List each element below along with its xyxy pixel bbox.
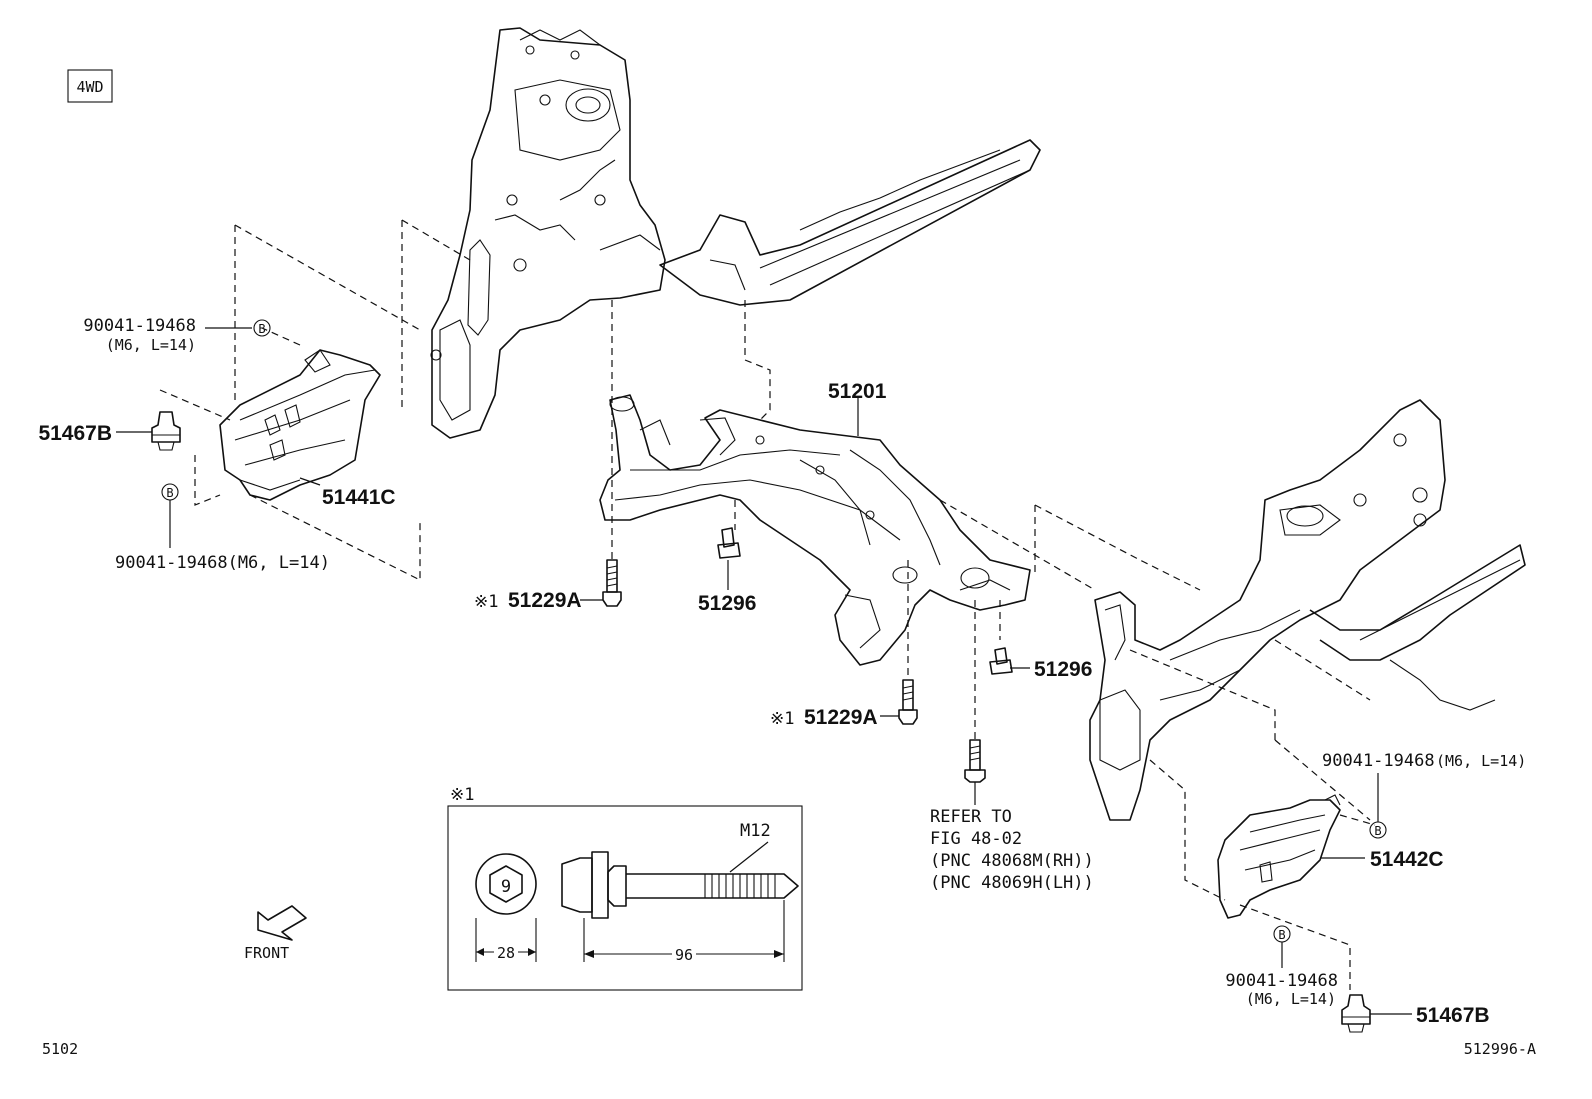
front-direction: FRONT [244,905,307,962]
detail-frame [447,805,803,991]
left-frame-rail [659,139,1041,306]
marker-b-mid-left: B [161,483,179,501]
label-screw-right: 51296 [1034,658,1092,681]
label-bolt-top-left: 90041-19468 [83,316,196,336]
marker-b-right-lower: B [1273,925,1291,943]
label-guard-left: 51441C [322,486,396,509]
label-bolt-a-left-mark: ※1 [474,592,498,612]
screw-51296-center-icon [717,527,741,559]
label-bolt-right-lower: 90041-19468 [1225,971,1338,991]
clip-left-icon [151,411,181,451]
label-bolt-a-right: 51229A [804,706,878,729]
label-clip-right: 51467B [1416,1004,1490,1027]
label-bolt-a-left: 51229A [508,589,582,612]
length-dim-label: 96 [675,946,693,964]
leader-lines [116,327,1412,1015]
callout-labels: 90041-19468 (M6, L=14) 51467B 90041-1946… [38,316,1526,1027]
label-bolt-right-lower-spec: (M6, L=14) [1246,990,1336,1008]
marker-b-right-upper: B [1369,821,1387,839]
clip-right-icon [1341,994,1371,1033]
detail-mark: ※1 [450,785,474,805]
label-refer-line1: REFER TO [930,807,1012,827]
hex-size-label: 9 [501,877,511,897]
page-code: 5102 [42,1040,78,1058]
marker-b-right-lower-letter: B [1278,928,1285,942]
illustration-id: 512996-A [1464,1040,1536,1058]
width-dim-label: 28 [497,944,515,962]
marker-b-top-left-letter: B [258,322,265,336]
thread-label: M12 [740,821,771,841]
variant-badge: 4WD [67,69,113,103]
front-arrow-icon [257,905,307,941]
variant-badge-label: 4WD [76,78,103,96]
left-engine-guard [219,349,381,501]
screw-51296-right-icon [989,647,1013,675]
marker-b-mid-left-letter: B [166,486,173,500]
label-refer-line3: (PNC 48068M(RH)) [930,851,1094,871]
marker-b-right-upper-letter: B [1374,824,1381,838]
bolt-detail: ※1 9 28 M12 96 [447,785,803,991]
bolt-51229a-left-icon [602,559,622,607]
front-crossmember [599,394,1031,666]
front-label: FRONT [244,944,289,962]
label-refer-line4: (PNC 48069H(LH)) [930,873,1094,893]
label-bolt-top-left-spec: (M6, L=14) [106,336,196,354]
refer-bolt-icon [964,739,986,783]
left-side-member [430,27,666,439]
hex-head-view-icon: 9 [475,853,537,915]
label-bolt-right-upper-spec: (M6, L=14) [1436,752,1526,770]
label-bolt-right-upper: 90041-19468 [1322,751,1435,771]
bolt-side-view-icon [561,851,799,919]
label-refer-line2: FIG 48-02 [930,829,1022,849]
label-guard-right: 51442C [1370,848,1444,871]
right-engine-guard [1217,794,1341,919]
assembly-lines [159,219,1376,990]
right-side-member [1089,399,1526,821]
label-screw-center: 51296 [698,592,756,615]
label-crossmember: 51201 [828,380,887,403]
label-clip-left: 51467B [38,422,112,445]
marker-b-top-left: B [253,319,271,337]
label-bolt-mid-left: 90041-19468(M6, L=14) [115,553,330,573]
bolt-51229a-right-icon [898,679,918,725]
label-bolt-a-right-mark: ※1 [770,709,794,729]
